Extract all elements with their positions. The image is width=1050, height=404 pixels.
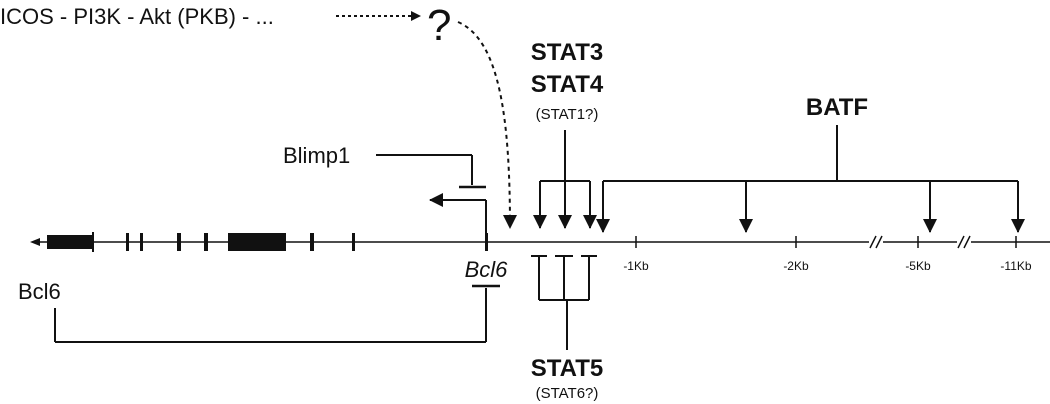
stat5-binding-bracket [531,255,597,350]
stat6-label: (STAT6?) [536,385,599,402]
blimp1-label: Blimp1 [283,143,350,168]
kb-tick-label: -2Kb [783,259,809,273]
stat3-stat4-binding-bracket [533,130,597,229]
blimp1-repression-line [376,154,486,189]
kb-tick-label: -5Kb [905,259,931,273]
axis-break-marks [869,235,971,249]
stat1-label: (STAT1?) [536,106,599,123]
chromosome-left-arrowhead [30,238,40,246]
kb-tick-label: -1Kb [623,259,649,273]
transcription-start-arrow [429,193,487,242]
batf-binding-bracket [596,125,1025,233]
stat4-label: STAT4 [531,71,604,98]
kb-tick-marks [635,236,1017,248]
unknown-factor-dotted-arrow [457,21,517,229]
bcl6-gene-label: Bcl6 [465,257,509,282]
bcl6-exons [47,232,488,252]
kb-tick-label: -11Kb [1000,259,1031,273]
bcl6-protein-label: Bcl6 [18,279,61,304]
stat5-label: STAT5 [531,355,603,382]
bcl6-autorepression-line [54,284,500,343]
pathway-label: ICOS - PI3K - Akt (PKB) - ... [0,4,274,29]
batf-label: BATF [806,94,868,121]
stat3-label: STAT3 [531,39,603,66]
question-mark: ? [427,1,451,50]
